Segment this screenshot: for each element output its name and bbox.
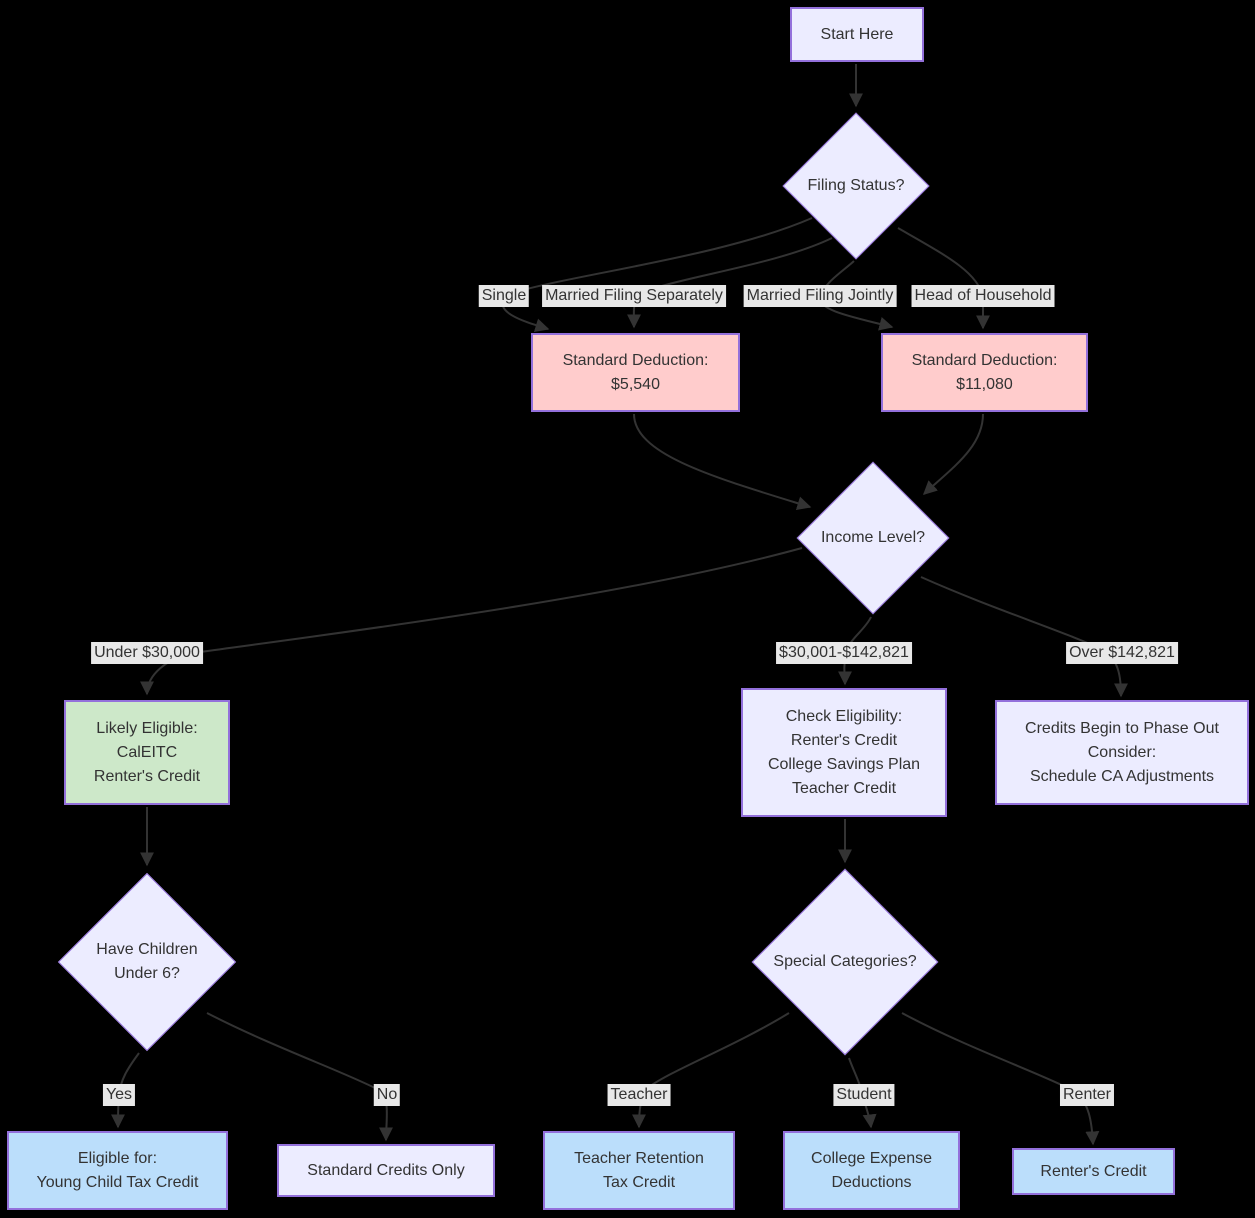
sd-single-line1: Standard Deduction: <box>562 351 709 369</box>
check-eligibility-line1: Check Eligibility: <box>785 707 903 725</box>
special-categories-text: Special Categories? <box>773 953 917 970</box>
college-expense-line2: Deductions <box>831 1173 912 1191</box>
check-eligibility-node: Check Eligibility: Renter's Credit Colle… <box>741 688 947 817</box>
edge-income-over142k <box>920 576 1128 698</box>
income-level-label: Income Level? <box>821 526 925 550</box>
standard-deduction-single-node: Standard Deduction: $5,540 <box>531 333 740 412</box>
edge-label-renter: Renter <box>1059 1084 1115 1106</box>
edge-label-single: Single <box>478 285 530 307</box>
renters-credit-text: Renter's Credit <box>1040 1162 1147 1180</box>
edge-label-mid-income: $30,001-$142,821 <box>776 642 912 664</box>
standard-credits-node: Standard Credits Only <box>277 1144 495 1197</box>
edge-filing-head-household <box>897 227 990 330</box>
special-categories-label: Special Categories? <box>773 950 916 974</box>
edge-label-over-142k: Over $142,821 <box>1066 642 1178 664</box>
renters-credit-node: Renter's Credit <box>1012 1148 1175 1195</box>
likely-eligible-line3: Renter's Credit <box>93 767 201 785</box>
edge-label-teacher: Teacher <box>607 1084 671 1106</box>
teacher-retention-line2: Tax Credit <box>602 1173 676 1191</box>
edge-label-married-separately: Married Filing Separately <box>542 285 726 307</box>
check-eligibility-line4: Teacher Credit <box>791 779 897 797</box>
young-child-line2: Young Child Tax Credit <box>36 1173 199 1191</box>
edge-label-married-jointly: Married Filing Jointly <box>743 285 897 307</box>
likely-eligible-line2: CalEITC <box>116 743 178 761</box>
check-eligibility-line3: College Savings Plan <box>767 755 921 773</box>
filing-status-text: Filing Status? <box>807 177 905 194</box>
young-child-line1: Eligible for: <box>77 1149 158 1167</box>
likely-eligible-line1: Likely Eligible: <box>96 719 198 737</box>
edge-filing-married-separately <box>626 237 833 329</box>
phase-out-node: Credits Begin to Phase Out Consider: Sch… <box>995 700 1249 805</box>
phase-out-line3: Schedule CA Adjustments <box>1029 767 1215 785</box>
sd-joint-line2: $11,080 <box>956 375 1013 393</box>
edge-label-student: Student <box>833 1084 895 1106</box>
edge-label-head-household: Head of Household <box>911 285 1055 307</box>
teacher-retention-node: Teacher Retention Tax Credit <box>543 1131 735 1210</box>
college-expense-line1: College Expense <box>811 1149 932 1167</box>
standard-credits-text: Standard Credits Only <box>307 1161 465 1179</box>
phase-out-line2: Consider: <box>1087 743 1157 761</box>
start-node: Start Here <box>790 7 924 62</box>
phase-out-line1: Credits Begin to Phase Out <box>1025 719 1219 737</box>
have-children-label: Have Children Under 6? <box>96 938 197 986</box>
income-level-text: Income Level? <box>820 529 926 546</box>
edge-special-renter <box>901 1012 1100 1146</box>
edge-sd-joint-to-income <box>922 413 984 495</box>
sd-joint-line1: Standard Deduction: <box>911 351 1058 369</box>
edge-special-teacher <box>632 1012 790 1129</box>
sd-single-line2: $5,540 <box>611 375 660 393</box>
check-eligibility-line2: Renter's Credit <box>790 731 898 749</box>
edge-label-yes: Yes <box>102 1084 136 1106</box>
teacher-retention-line1: Teacher Retention <box>574 1149 704 1167</box>
college-expense-node: College Expense Deductions <box>783 1131 960 1210</box>
edge-children-no <box>206 1012 394 1142</box>
standard-deduction-joint-node: Standard Deduction: $11,080 <box>881 333 1088 412</box>
edge-label-no: No <box>373 1084 401 1106</box>
filing-status-label: Filing Status? <box>808 174 905 198</box>
young-child-credit-node: Eligible for: Young Child Tax Credit <box>7 1131 228 1210</box>
start-node-text: Start Here <box>820 25 894 43</box>
likely-eligible-node: Likely Eligible: CalEITC Renter's Credit <box>64 700 230 805</box>
edge-label-under-30k: Under $30,000 <box>91 642 203 664</box>
edge-income-under30k <box>140 547 803 696</box>
have-children-line2: Under 6? <box>114 965 180 982</box>
edge-sd-single-to-income <box>633 413 812 510</box>
edge-filing-single <box>501 217 813 332</box>
have-children-line1: Have Children <box>96 941 198 958</box>
